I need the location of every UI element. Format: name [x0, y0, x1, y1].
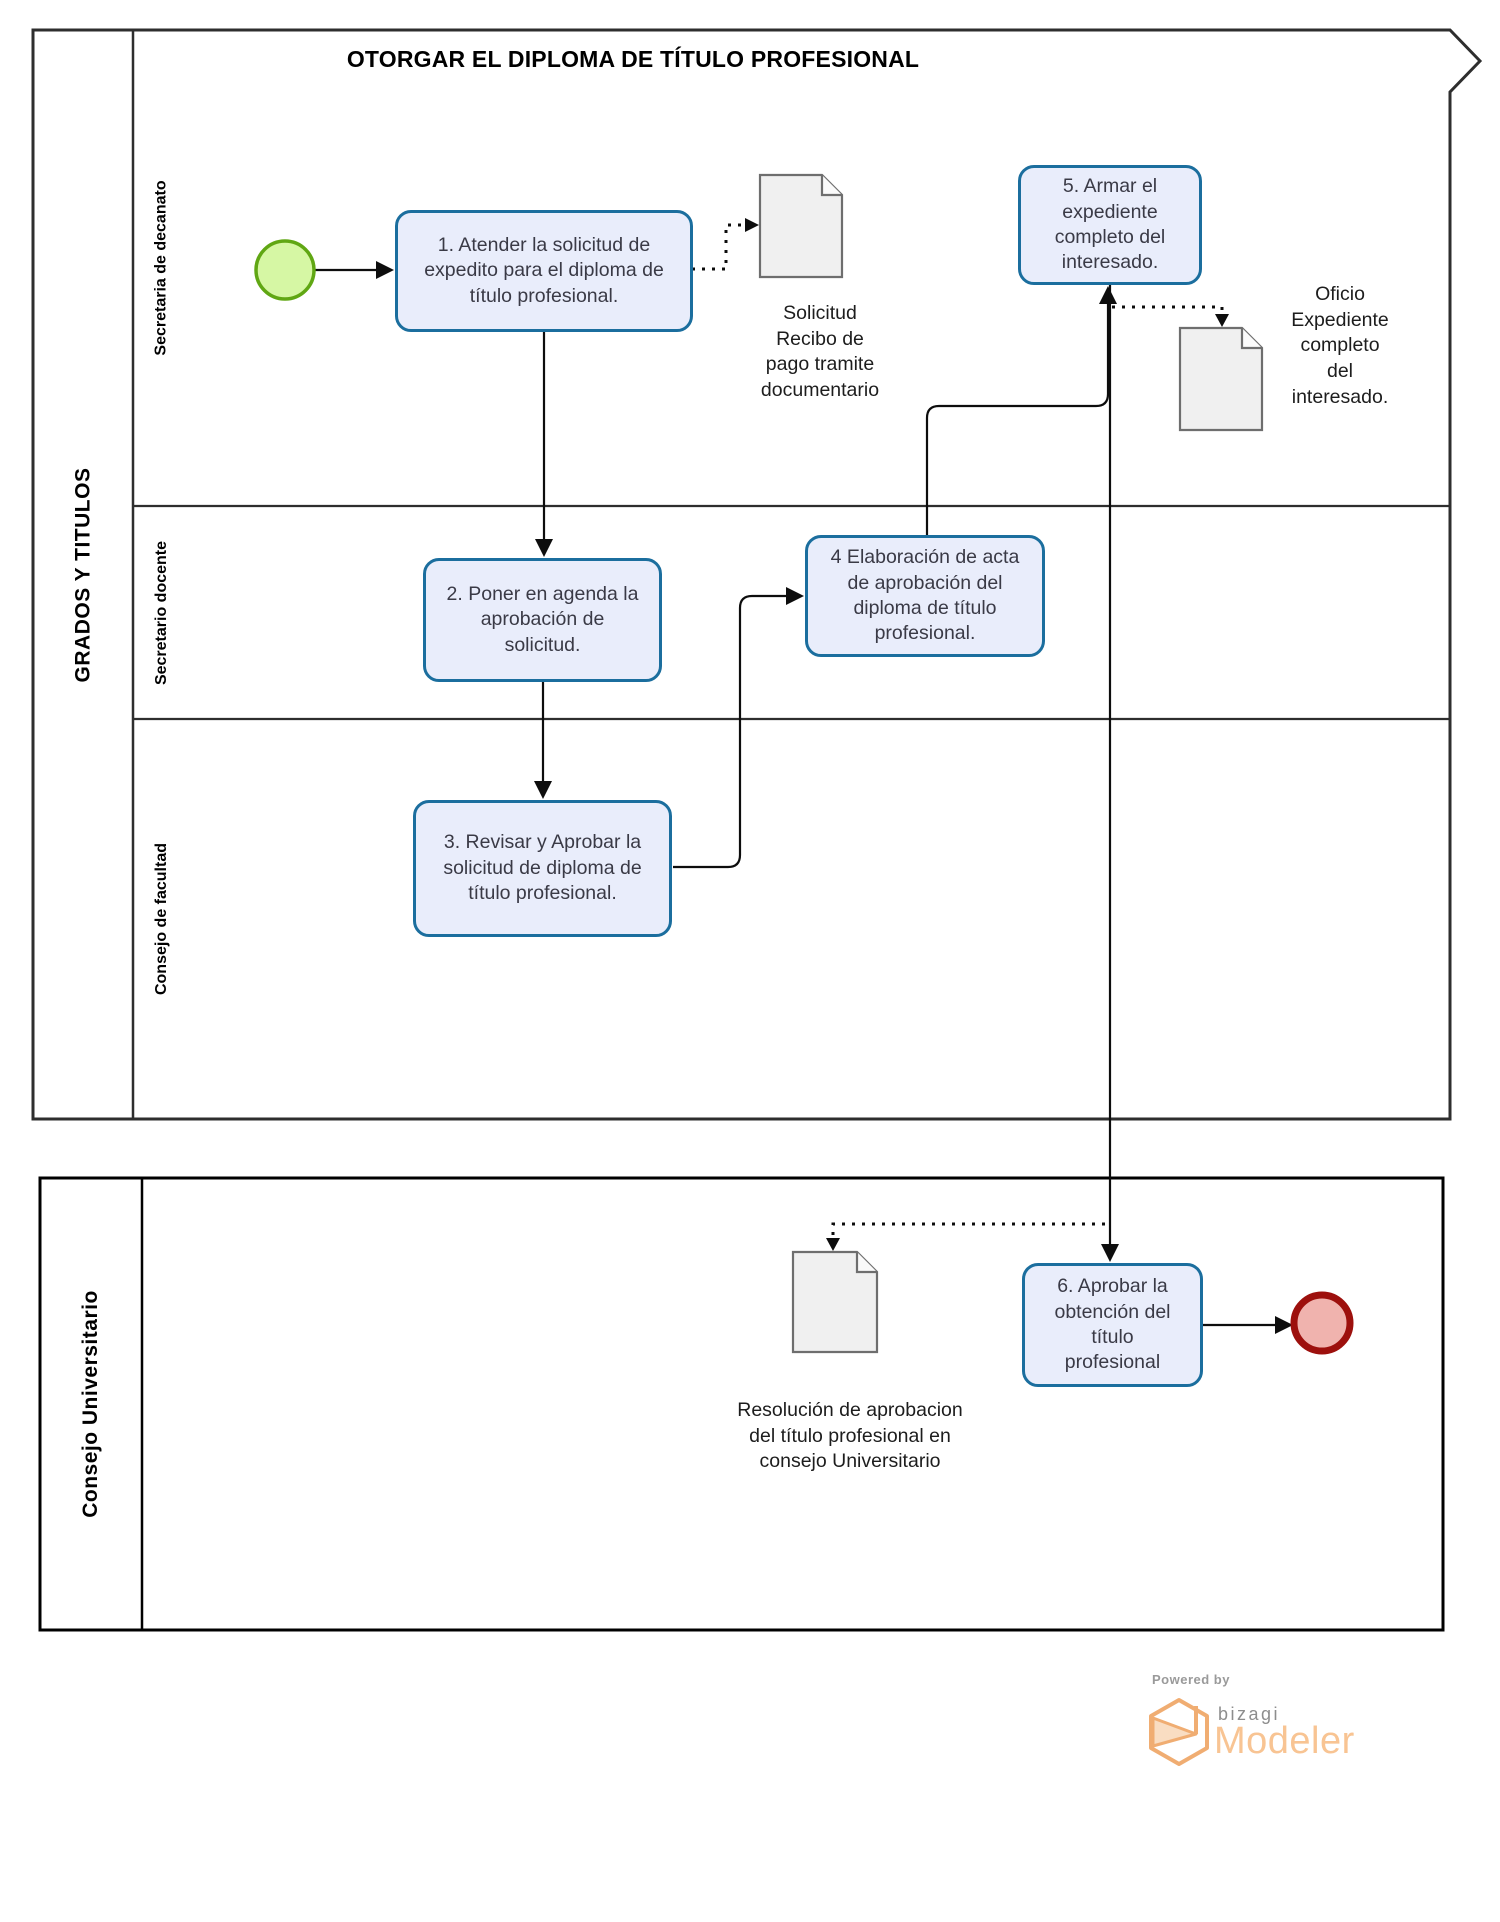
- lane-consejo-facultad-label: Consejo de facultad: [153, 842, 170, 996]
- modeler-wordmark: Modeler: [1214, 1720, 1355, 1762]
- flow-start-to-task1: [314, 261, 394, 279]
- document-solicitud-label: Solicitud Recibo de pago tramite documen…: [760, 302, 880, 402]
- powered-by-text: Powered by: [1152, 1672, 1230, 1687]
- task-5-armar-expediente[interactable]: 5. Armar el expediente completo del inte…: [1018, 165, 1202, 285]
- pool-consejo-label: Consejo Universitario: [79, 1290, 102, 1518]
- flow-task3-to-task4: [673, 587, 804, 869]
- flow-task1-to-task2: [535, 332, 553, 557]
- process-title: OTORGAR EL DIPLOMA DE TÍTULO PROFESIONAL: [346, 46, 920, 72]
- bizagi-hexagon-icon: [1149, 1698, 1209, 1766]
- pool-consejo-outline: [38, 1176, 1445, 1632]
- task-1-atender-solicitud[interactable]: 1. Atender la solicitud de expedito para…: [395, 210, 693, 332]
- association-task5-to-oficio-doc: [1112, 305, 1229, 327]
- lane-secretaria-decanato-label: Secretaria de decanato: [153, 180, 171, 356]
- document-oficio[interactable]: [1178, 326, 1264, 432]
- flow-task2-to-task3: [534, 682, 552, 799]
- document-resolucion[interactable]: [791, 1250, 879, 1354]
- bizagi-modeler-logo: Powered by bizagi Modeler: [1140, 1668, 1430, 1788]
- task-6-aprobar-obtencion[interactable]: 6. Aprobar la obtención del título profe…: [1022, 1263, 1203, 1387]
- bizagi-wordmark: bizagi: [1218, 1704, 1281, 1724]
- task-3-revisar-aprobar[interactable]: 3. Revisar y Aprobar la solicitud de dip…: [413, 800, 672, 937]
- task-2-poner-en-agenda[interactable]: 2. Poner en agenda la aprobación de soli…: [423, 558, 662, 682]
- association-task6-to-resolucion-doc: [826, 1222, 1105, 1251]
- pool-grados-label: GRADOS Y TITULOS: [71, 467, 95, 682]
- document-solicitud[interactable]: [758, 173, 844, 279]
- lane-secretario-docente-label: Secretario docente: [153, 540, 170, 685]
- document-resolucion-label: Resolución de aprobacion del título prof…: [737, 1399, 963, 1473]
- task-4-elaboracion-acta[interactable]: 4 Elaboración de acta de aprobación del …: [805, 535, 1045, 657]
- flow-task5-to-task6: [1101, 285, 1119, 1262]
- start-event[interactable]: [254, 239, 316, 301]
- end-event[interactable]: [1290, 1291, 1354, 1355]
- flow-task6-to-end: [1203, 1316, 1293, 1334]
- association-task1-to-solicitud-doc: [692, 218, 759, 271]
- flow-task4-to-task5: [925, 286, 1117, 535]
- pool-grados-outline: [31, 28, 1483, 1121]
- document-oficio-label: Oficio Expediente completo del interesad…: [1291, 283, 1389, 408]
